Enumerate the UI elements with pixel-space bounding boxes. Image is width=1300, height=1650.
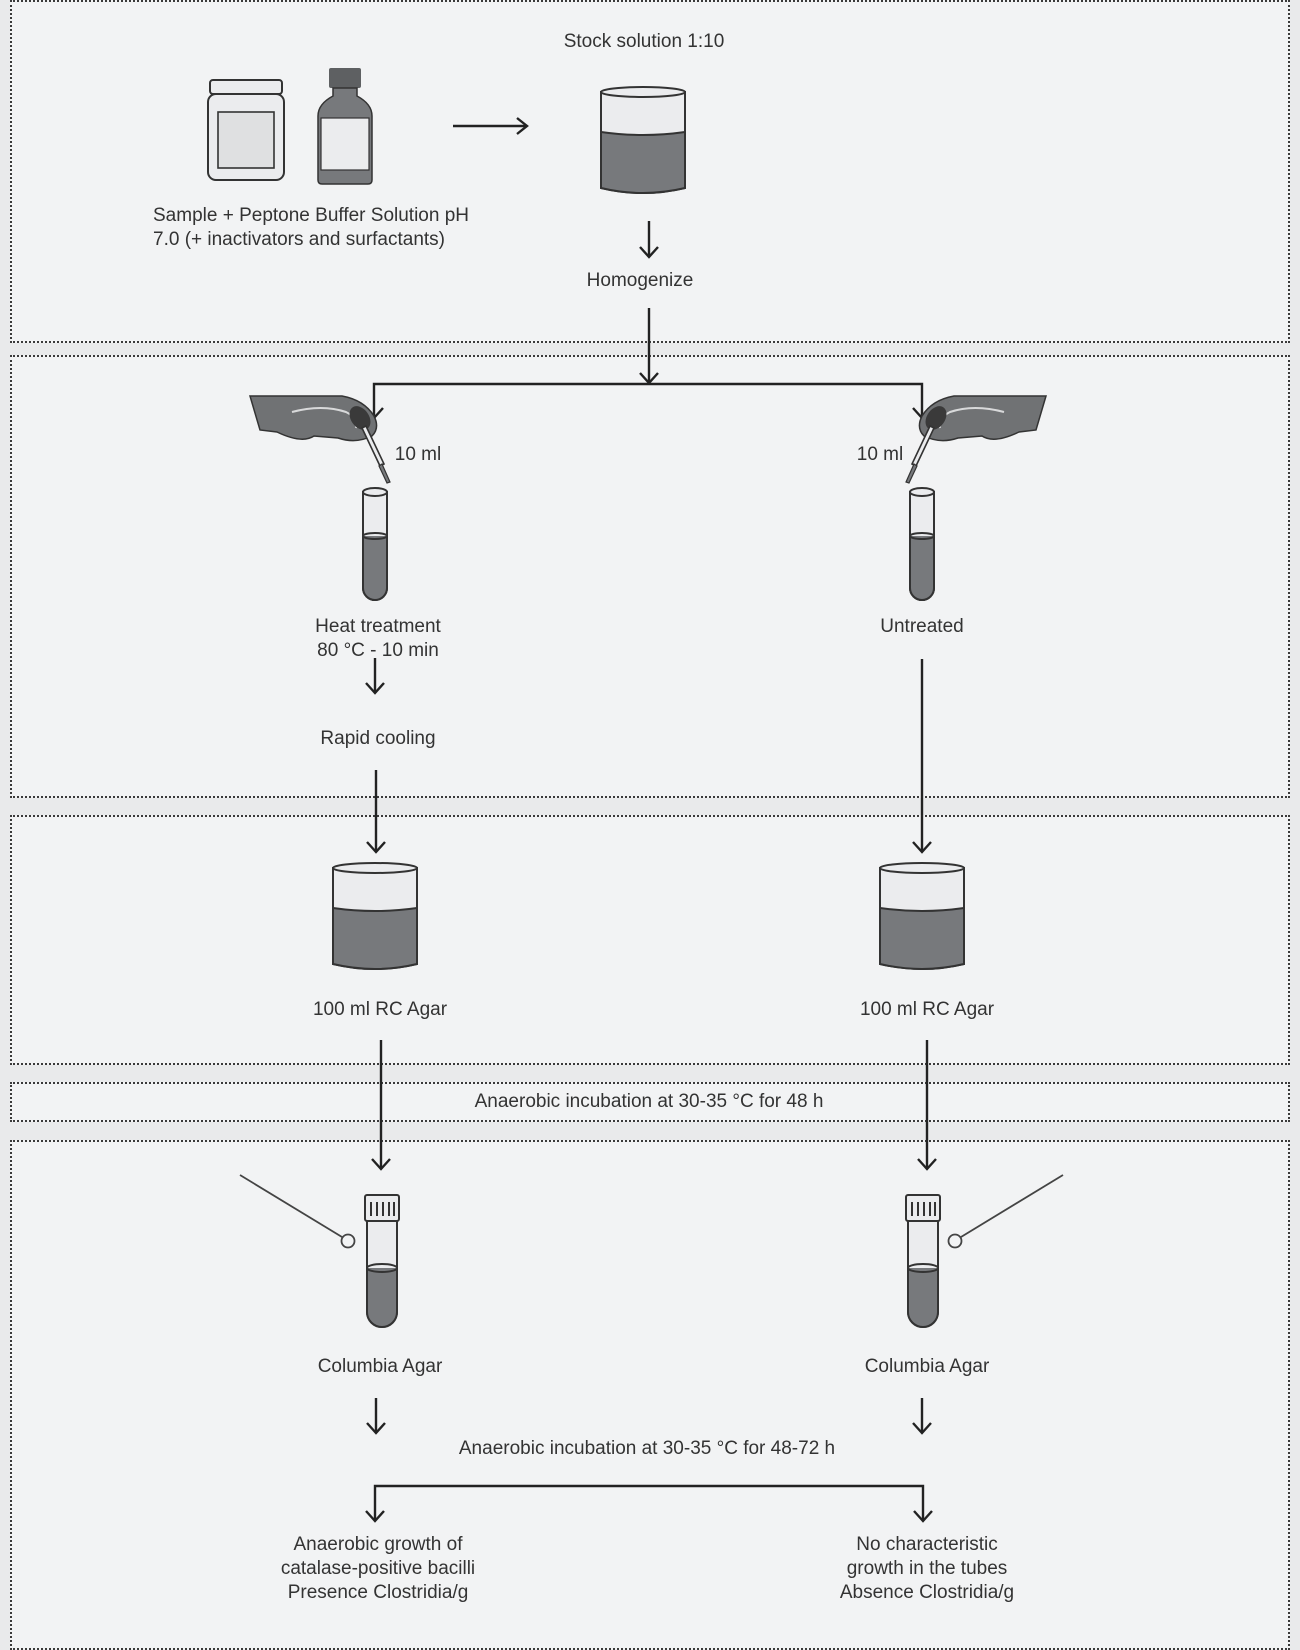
incubation-48h-label: Anaerobic incubation at 30-35 °C for 48 … — [474, 1091, 824, 1112]
right-inoculation-loop-icon — [947, 1174, 1064, 1249]
heat-treatment-conditions-label: 80 °C - 10 min — [317, 640, 439, 661]
incubation-48-72h-label: Anaerobic incubation at 30-35 °C for 48-… — [458, 1438, 836, 1459]
left-columbia-tube-icon — [364, 1194, 400, 1328]
left-pipette-icon — [249, 395, 391, 484]
untreated-label: Untreated — [880, 616, 964, 637]
result-branch-line — [373, 1484, 925, 1520]
sample-jar-icon — [207, 79, 285, 181]
right-result-line-3: Absence Clostridia/g — [839, 1582, 1015, 1603]
right-test-tube-icon — [909, 487, 935, 601]
right-volume-label: 10 ml — [856, 444, 904, 465]
right-result-line-2: growth in the tubes — [846, 1558, 1008, 1579]
left-inoculation-loop-icon — [239, 1174, 356, 1249]
left-rc-agar-beaker-icon — [332, 862, 418, 970]
stock-solution-label: Stock solution 1:10 — [563, 31, 725, 52]
right-columbia-tube-icon — [905, 1194, 941, 1328]
rapid-cooling-label: Rapid cooling — [320, 728, 436, 749]
homogenize-label: Homogenize — [586, 270, 694, 291]
left-result-line-1: Anaerobic growth of — [293, 1534, 463, 1555]
left-rc-agar-label: 100 ml RC Agar — [312, 999, 448, 1020]
right-pipette-icon — [905, 395, 1047, 484]
stock-beaker-icon — [600, 86, 686, 194]
panel-rc-agar — [10, 815, 1290, 1065]
buffer-bottle-icon — [317, 68, 373, 185]
left-columbia-agar-label: Columbia Agar — [317, 1356, 443, 1377]
sample-description-label: Sample + Peptone Buffer Solution pH 7.0 … — [153, 205, 469, 250]
panel-incubation-1 — [10, 1082, 1290, 1122]
heat-treatment-label: Heat treatment — [315, 616, 441, 637]
right-columbia-agar-label: Columbia Agar — [864, 1356, 990, 1377]
panel-treatment — [10, 355, 1290, 798]
right-rc-agar-beaker-icon — [879, 862, 965, 970]
panel-columbia — [10, 1140, 1290, 1650]
left-result-line-2: catalase-positive bacilli — [280, 1558, 476, 1579]
left-result-line-3: Presence Clostridia/g — [287, 1582, 469, 1603]
right-rc-agar-label: 100 ml RC Agar — [859, 999, 995, 1020]
left-volume-label: 10 ml — [394, 444, 442, 465]
right-result-line-1: No characteristic — [856, 1534, 998, 1555]
left-test-tube-icon — [362, 487, 388, 601]
split-branch-line — [372, 382, 924, 417]
